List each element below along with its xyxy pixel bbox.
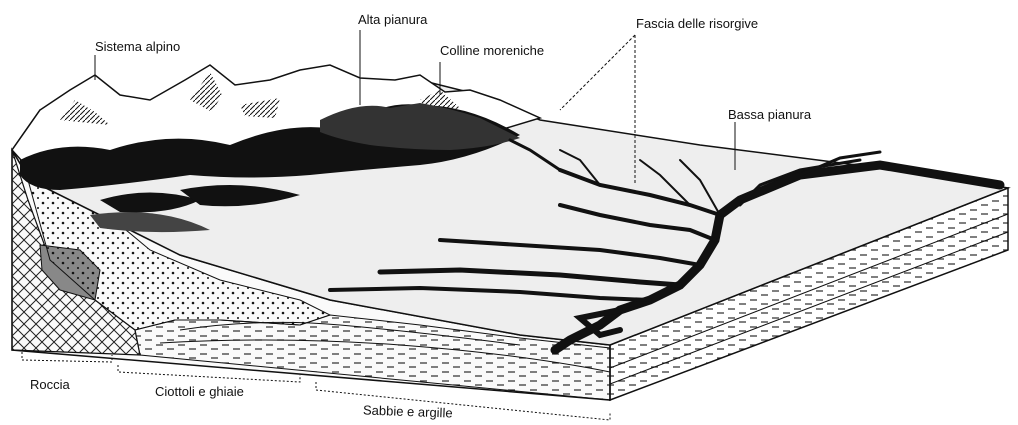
label-roccia: Roccia [30,378,70,391]
label-sabbie-argille: Sabbie e argille [363,403,453,419]
label-sistema-alpino: Sistema alpino [95,40,180,53]
label-ciottoli-ghiaie: Ciottoli e ghiaie [155,385,244,398]
label-colline-moreniche: Colline moreniche [440,44,544,57]
label-alta-pianura: Alta pianura [358,13,427,26]
label-fascia-risorgive: Fascia delle risorgive [636,17,758,30]
label-bassa-pianura: Bassa pianura [728,108,811,121]
